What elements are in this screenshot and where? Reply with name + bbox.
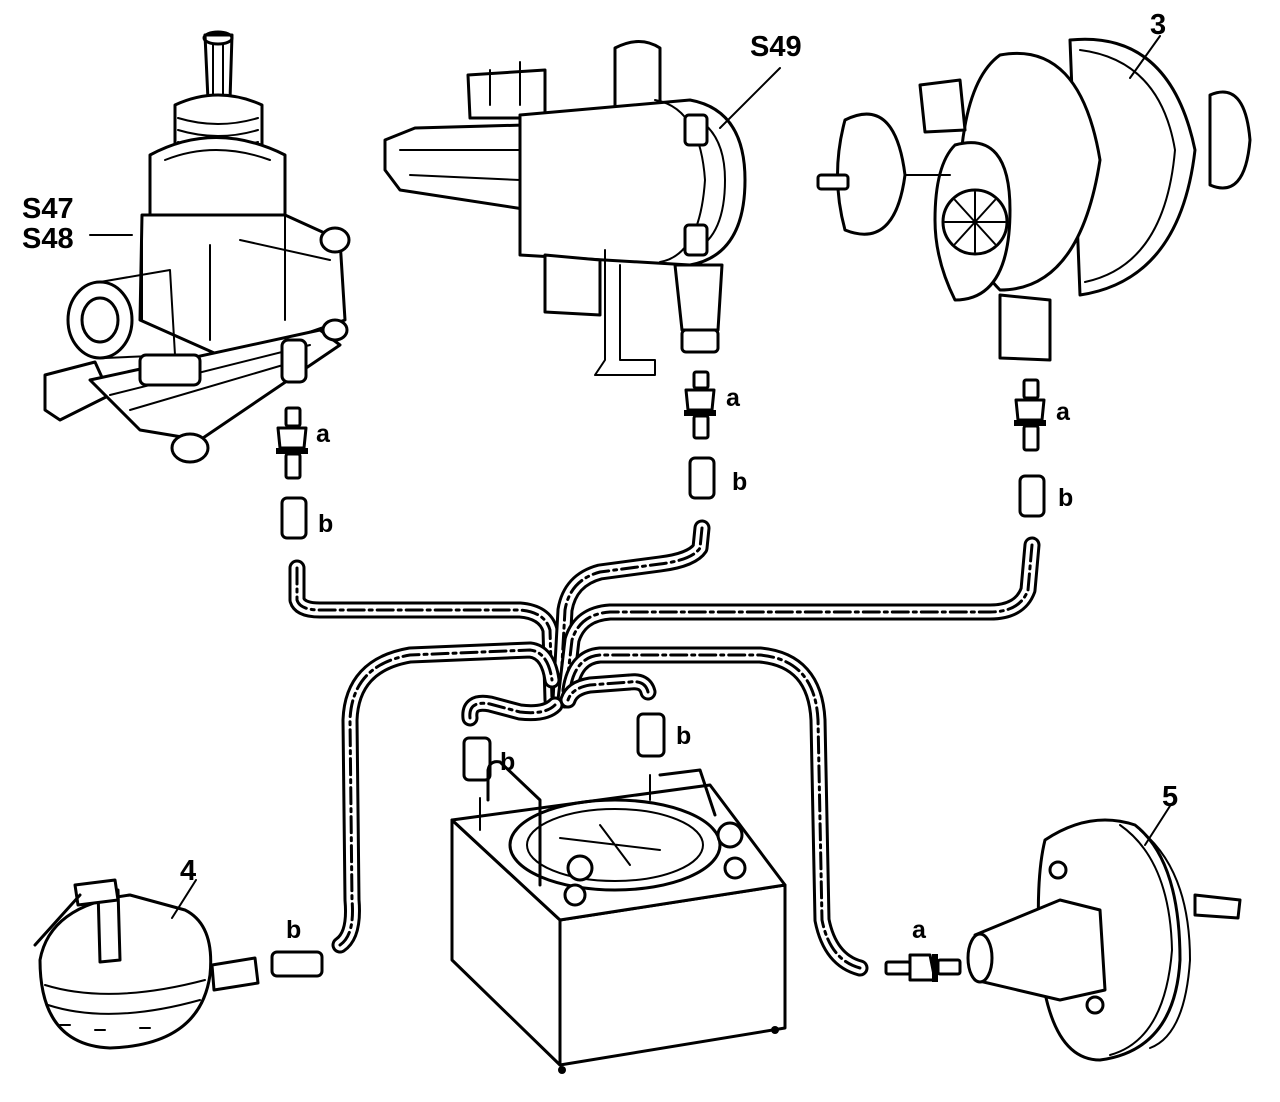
valve-s49	[383, 40, 747, 376]
hose-sleeve-b-tester-left	[462, 736, 492, 782]
label-a-4: a	[912, 916, 927, 944]
hose-network	[288, 519, 1041, 977]
hose-sleeve-b-tester-right	[636, 712, 666, 758]
hose-to-s47	[288, 559, 561, 709]
leader-3	[1129, 35, 1161, 79]
leader-s49	[719, 67, 781, 129]
vacuum-unit-4	[33, 878, 260, 1050]
hose-sleeve-b-s47	[280, 496, 308, 540]
hose-sleeve-b-element-4	[270, 950, 324, 978]
hose-sleeve-b-element-3	[1018, 474, 1046, 518]
label-b-1: b	[318, 510, 333, 538]
label-5: 5	[1162, 781, 1178, 813]
label-s48: S48	[22, 223, 74, 255]
vacuum-element-5	[966, 818, 1242, 1062]
actuator-3	[816, 37, 1252, 362]
label-a-1: a	[316, 420, 331, 448]
label-a-2: a	[726, 384, 741, 412]
hose-sleeve-b-s49	[688, 456, 716, 500]
label-b-3: b	[1058, 484, 1073, 512]
label-s49: S49	[750, 31, 802, 63]
connector-a-element-5	[884, 953, 962, 982]
label-b-5: b	[676, 722, 691, 750]
connector-a-element-3	[1014, 378, 1046, 452]
label-b-2: b	[732, 468, 747, 496]
leader-4	[171, 879, 197, 919]
label-a-3: a	[1056, 398, 1071, 426]
connector-a-s49	[684, 370, 716, 440]
label-s47: S47	[22, 193, 74, 225]
label-b-6: b	[286, 916, 301, 944]
valve-s47-s48	[43, 30, 351, 464]
label-b-4: b	[500, 748, 515, 776]
label-3: 3	[1150, 9, 1166, 41]
vacuum-tester	[450, 760, 787, 1074]
label-4: 4	[180, 855, 196, 887]
leader-5	[1144, 805, 1171, 846]
connector-a-s47	[276, 406, 308, 480]
